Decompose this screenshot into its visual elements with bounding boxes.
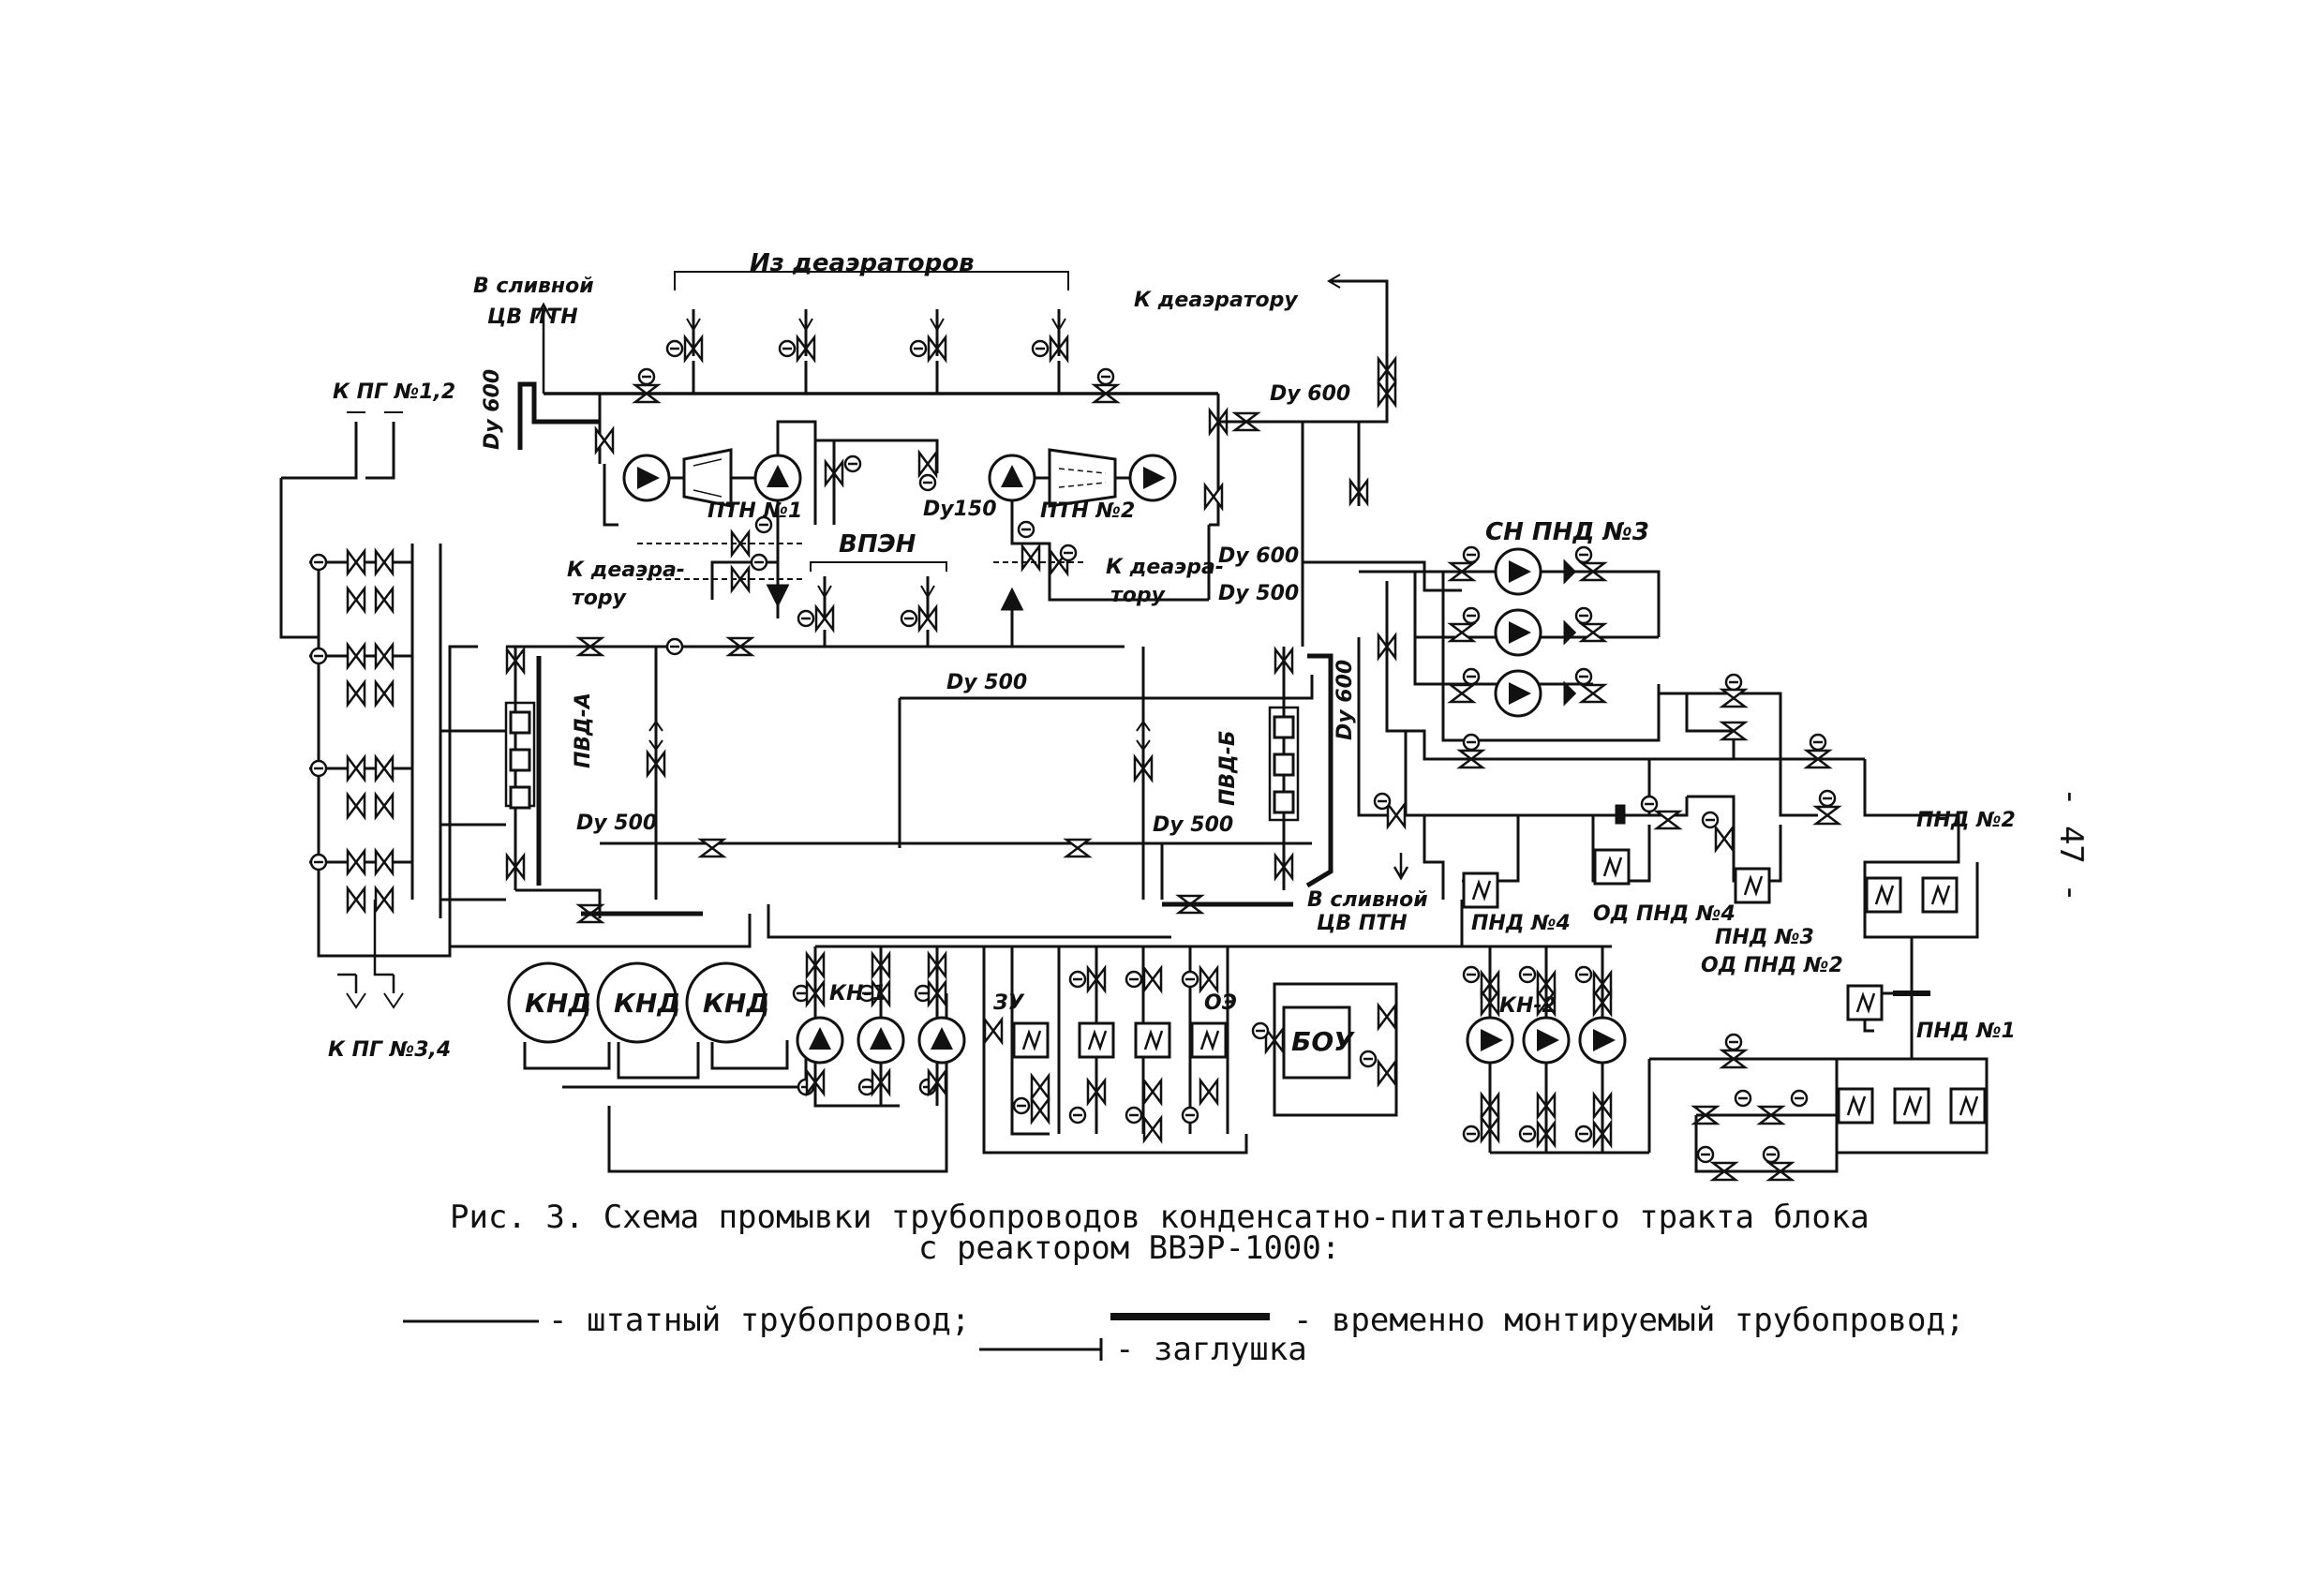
label-kn1: КН-1: [829, 982, 886, 1006]
legend-plug-text: - заглушка: [1115, 1331, 1307, 1368]
ptn2-unit: [988, 394, 1229, 527]
label-knd-1: КНД: [525, 988, 592, 1019]
label-dy500-left: Dy 500: [576, 812, 658, 835]
label-to-pg-12: К ПГ №1,2: [333, 380, 456, 404]
kn2-group: [1462, 945, 1649, 1155]
label-pvd-a: ПВД-А: [572, 693, 595, 768]
figure-caption-line2: с реактором ВВЭР-1000:: [918, 1229, 1341, 1267]
pg-feed-left: [279, 411, 752, 1009]
label-kn2: КН-2: [1499, 994, 1557, 1018]
label-bou: БОУ: [1291, 1026, 1354, 1057]
ptn2-discharge: [993, 500, 1209, 647]
figure-caption-line1: Рис. 3. Схема промывки трубопроводов кон…: [450, 1199, 1870, 1236]
label-pnd4: ПНД №4: [1471, 912, 1571, 935]
label-to-deaerator-left-2: тору: [572, 587, 626, 610]
legend-temporary-text: - временно монтируемый трубопровод;: [1293, 1302, 1965, 1339]
label-pvd-b: ПВД-Б: [1216, 730, 1240, 806]
label-knd-3: КНД: [703, 988, 770, 1019]
label-dy500-right: Dy 500: [1153, 813, 1234, 837]
dy150-recirc: [815, 439, 939, 525]
pnd1-pnd2-group: [1647, 815, 1989, 1182]
deaerator-header: [544, 271, 1218, 404]
legend-plug-line: [979, 1338, 1103, 1361]
label-pnd3: ПНД №3: [1715, 926, 1814, 949]
label-from-deaerators: Из деаэраторов: [750, 249, 975, 277]
label-od-pnd4: ОД ПНД №4: [1593, 902, 1736, 926]
label-to-deaerator-top: К деаэратору: [1134, 289, 1298, 312]
label-drain-top-2: ЦВ ПТН: [487, 305, 578, 329]
sn-pnd3-group: [1359, 545, 1782, 761]
label-to-deaerator-left-1: К деаэра-: [567, 559, 685, 582]
label-drain-bottom-1: В сливной: [1307, 888, 1428, 912]
legend-standard-text: - штатный трубопровод;: [548, 1302, 971, 1339]
label-od-pnd2: ОД ПНД №2: [1701, 954, 1843, 977]
label-drain-bottom-2: ЦВ ПТН: [1317, 912, 1408, 935]
zu-oe-group: [982, 945, 1248, 1155]
label-knd-2: КНД: [614, 988, 681, 1019]
label-dy150: Dy150: [923, 498, 997, 521]
label-ptn1: ПТН №1: [708, 499, 803, 523]
kn1-group: [792, 945, 984, 1108]
label-drain-top-1: В сливной: [473, 275, 594, 298]
vpen-unit: [797, 561, 947, 647]
label-pnd2: ПНД №2: [1916, 809, 2016, 832]
dy500-cross: [600, 647, 1314, 939]
label-dy500-a: Dy 500: [1218, 582, 1300, 605]
legend-lines: [403, 1313, 1270, 1361]
pnd-region: [1357, 581, 1959, 909]
pvd-b: [1268, 581, 1333, 890]
page-number: - 47 -: [2052, 787, 2090, 902]
label-to-deaerator-mid-1: К деаэра-: [1106, 556, 1224, 579]
label-pnd1: ПНД №1: [1916, 1020, 2016, 1043]
label-dy600-left: Dy 600: [481, 368, 504, 450]
label-dy600-top: Dy 600: [1270, 382, 1351, 406]
ptn1-unit: [603, 420, 817, 527]
pvd-a: [504, 636, 753, 924]
label-sn-pnd3: СН ПНД №3: [1485, 518, 1649, 546]
label-dy600-right: Dy 600: [1333, 659, 1357, 740]
label-dy500-mid: Dy 500: [946, 671, 1028, 694]
knd-group: [507, 961, 948, 1173]
label-oe: ОЭ: [1204, 991, 1237, 1015]
label-to-pg-34: К ПГ №3,4: [328, 1038, 452, 1062]
label-dy600-mid: Dy 600: [1218, 544, 1300, 568]
label-zu: ЗУ: [993, 991, 1024, 1015]
label-vpen: ВПЭН: [839, 530, 916, 559]
label-ptn2: ПТН №2: [1040, 499, 1136, 523]
drain-line-top: [517, 302, 615, 464]
label-to-deaerator-mid-2: тору: [1110, 584, 1165, 607]
